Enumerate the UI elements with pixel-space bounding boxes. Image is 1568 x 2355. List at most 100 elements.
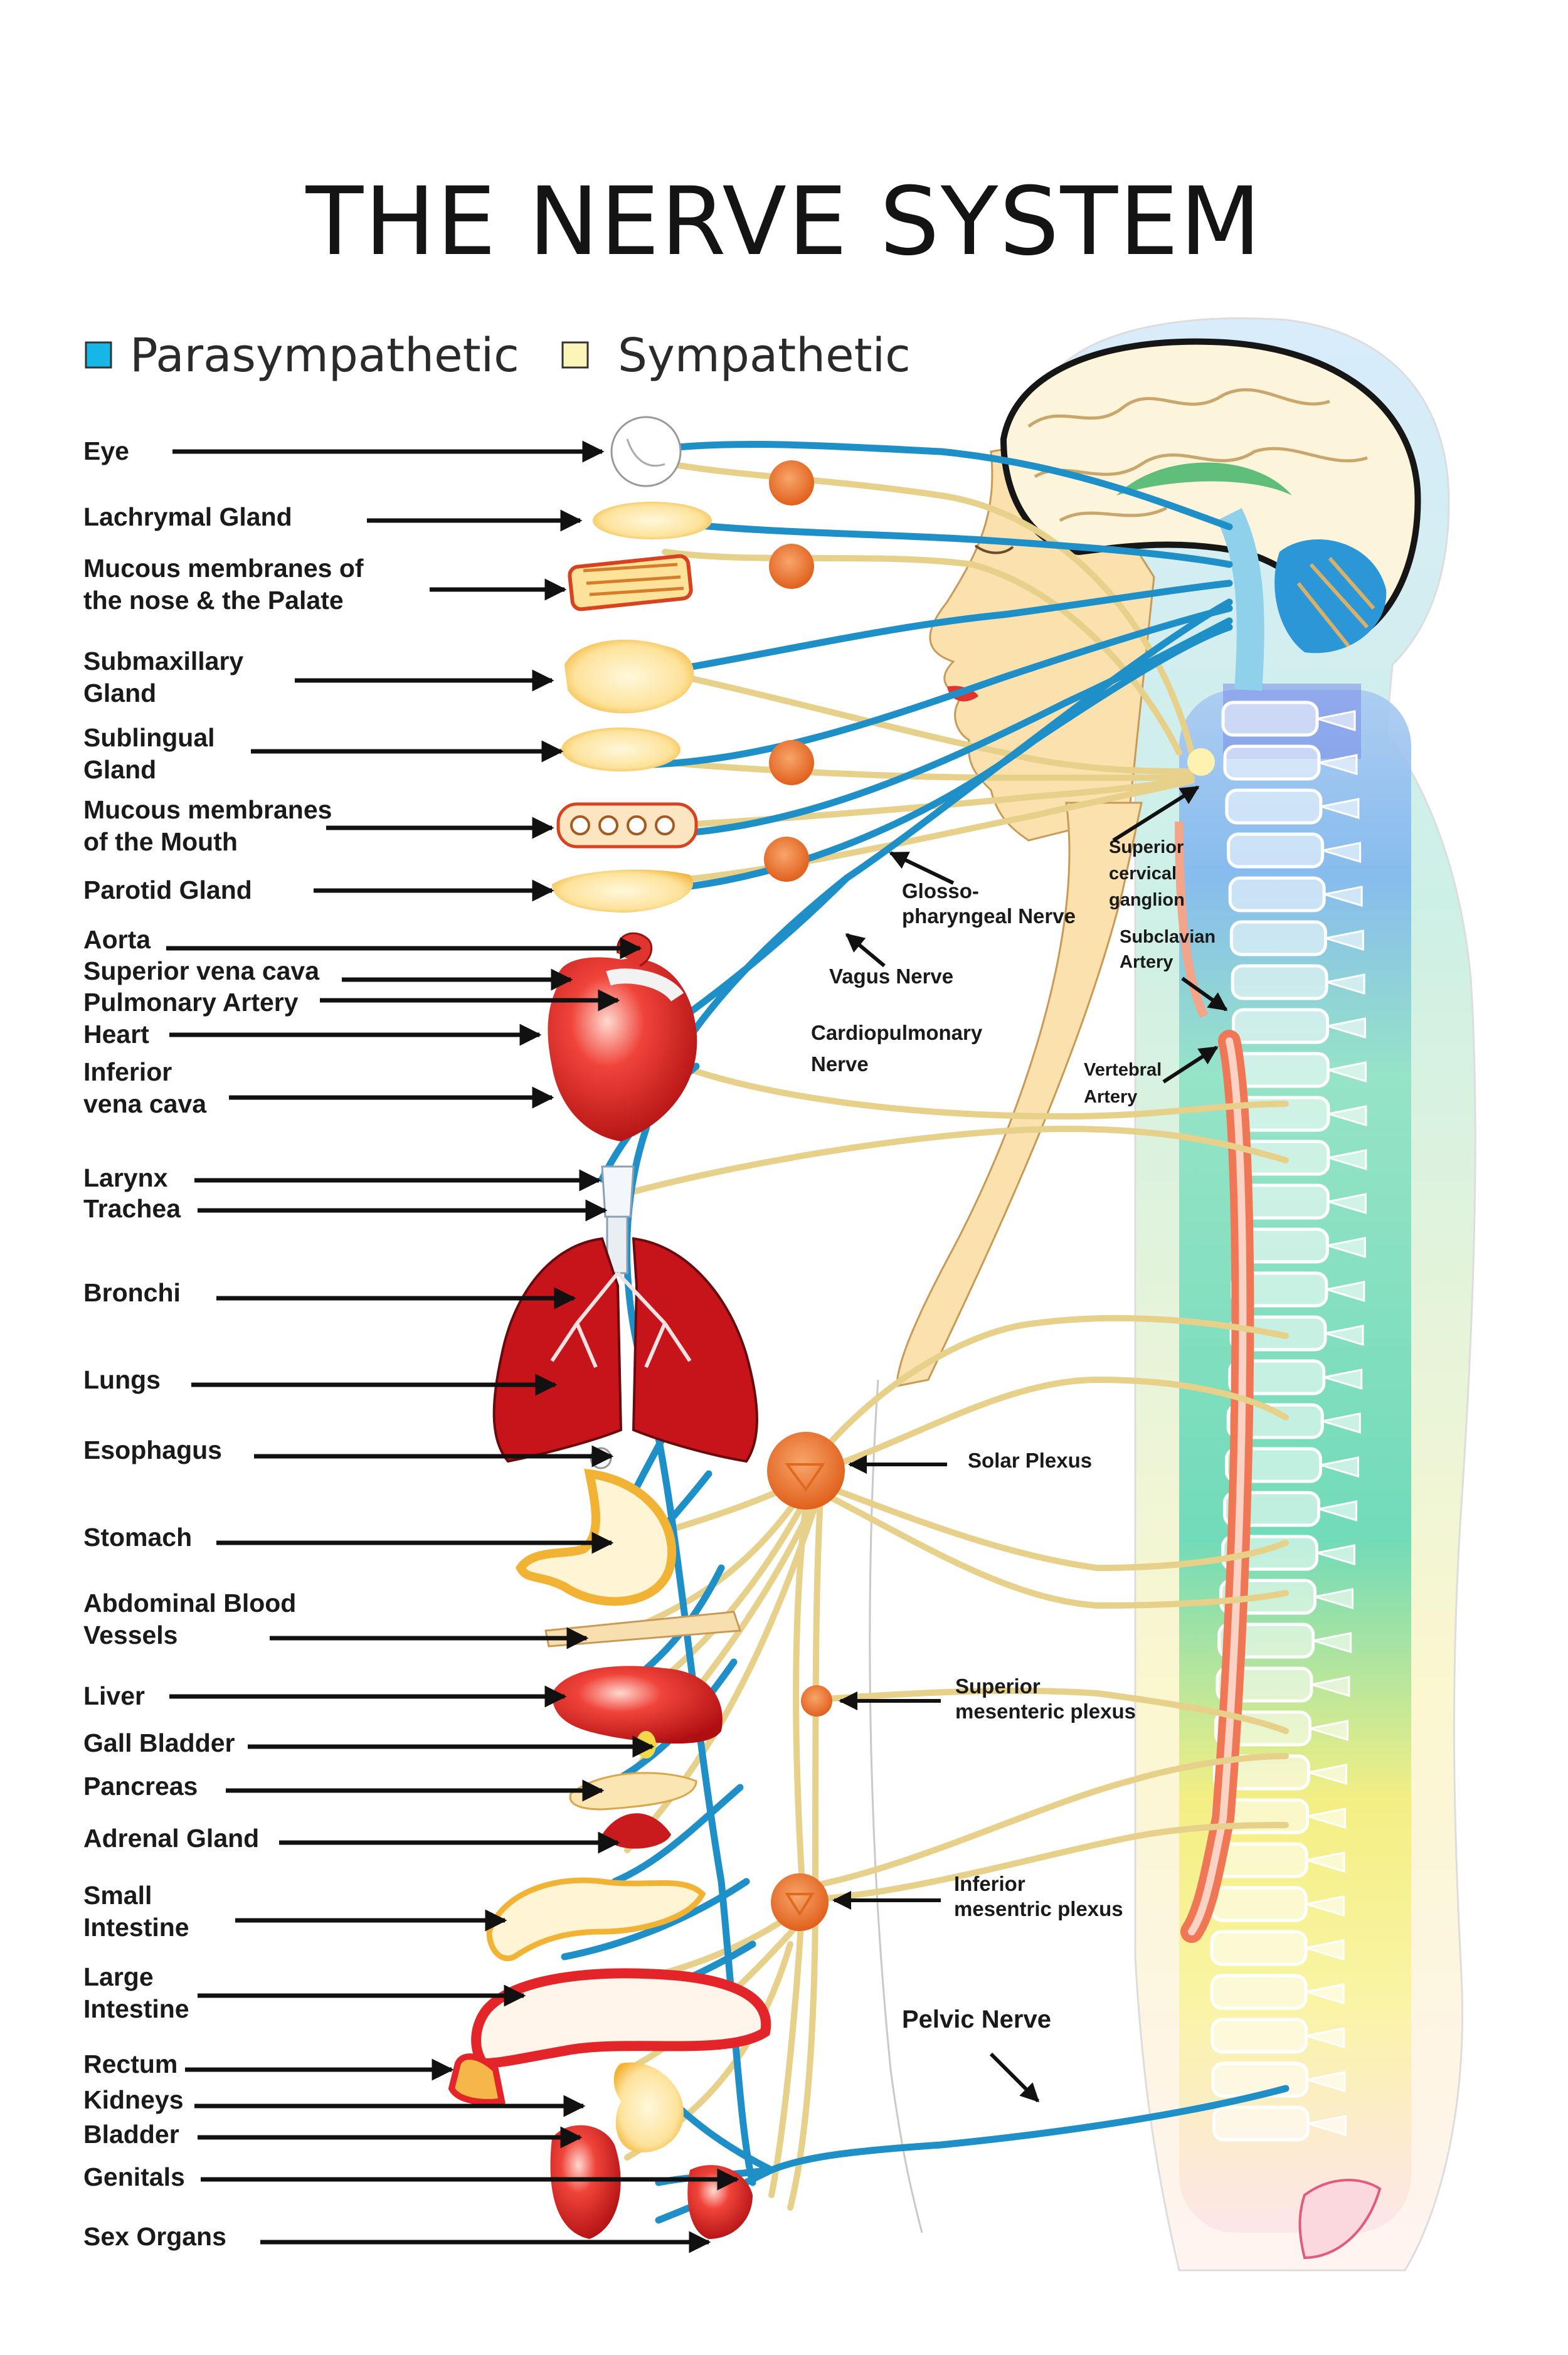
vertebra-process — [1323, 886, 1363, 908]
vertebra — [1210, 2018, 1308, 2054]
corpus-callosum — [1116, 462, 1292, 495]
vertebra-process — [1305, 1895, 1345, 1917]
label-heart: Heart — [83, 1020, 149, 1049]
vertebra-process — [1306, 2027, 1345, 2049]
label-sublingual-gland-line-1: Sublingual — [83, 723, 215, 752]
vertebra-process — [1320, 1456, 1359, 1478]
ciliary-ganglion — [769, 460, 814, 505]
label-inferior-mesentric-plexus-line-1: Inferior — [954, 1872, 1025, 1895]
label-submaxillary-gland-line-2: Gland — [83, 679, 156, 707]
arrow-superior-cervical-ganglion — [1112, 785, 1200, 842]
label-rectum: Rectum — [83, 2050, 177, 2078]
label-superior-mesenteric-plexus-line-2: mesenteric plexus — [955, 1700, 1136, 1723]
label-stomach: Stomach — [83, 1523, 192, 1552]
vertebra — [1223, 744, 1321, 781]
label-mucous-membranes-of-the-mouth-line-2: of the Mouth — [83, 827, 238, 856]
subclavian-artery — [1175, 821, 1209, 1019]
legend-swatch-sympathetic — [561, 341, 589, 369]
vertebra — [1211, 2061, 1309, 2098]
label-superior-mesenteric-plexus-line-1: Superior — [955, 1675, 1041, 1698]
parotid-gland-organ — [552, 869, 694, 913]
vertebra — [1210, 1974, 1308, 2010]
label-aorta: Aorta — [83, 925, 151, 954]
vertebra-process — [1313, 1632, 1352, 1654]
abdominal-blood-vessel-organ — [544, 1611, 742, 1648]
pulmonary-vessels — [606, 968, 684, 1002]
otic-ganglion — [764, 837, 809, 882]
label-solar-plexus: Solar Plexus — [968, 1449, 1092, 1472]
vertebra — [1212, 2105, 1310, 2142]
vertebra-process — [1320, 798, 1360, 820]
label-cardiopulmonary-nerve-line-1: Cardiopulmonary — [811, 1021, 983, 1044]
legend-label-sympathetic: Sympathetic — [618, 329, 911, 383]
label-glosso-pharyngeal-nerve-line-1: Glosso- — [902, 879, 979, 902]
vertebra — [1225, 788, 1323, 825]
label-small-intestine-line-2: Intestine — [83, 1913, 189, 1942]
mouth-membrane-cells — [570, 815, 675, 835]
arrow-pelvic-nerve — [989, 2052, 1040, 2103]
vertebra-process — [1326, 1281, 1365, 1303]
label-sublingual-gland-line-2: Gland — [83, 755, 156, 784]
vertebra — [1228, 876, 1326, 913]
label-lachrymal-gland: Lachrymal Gland — [83, 502, 292, 531]
label-gall-bladder: Gall Bladder — [83, 1728, 235, 1757]
label-genitals: Genitals — [83, 2162, 185, 2191]
brain-stem — [1217, 508, 1264, 691]
vertebra — [1210, 1886, 1308, 1922]
vertebra-process — [1322, 1412, 1361, 1434]
vertebra-process — [1307, 1807, 1347, 1829]
vertebra — [1227, 832, 1325, 869]
label-vagus-nerve: Vagus Nerve — [829, 965, 953, 988]
vertebra-process — [1310, 1720, 1349, 1742]
vertebra-process — [1328, 1061, 1367, 1083]
vertebra-process — [1327, 1017, 1367, 1039]
cerebellum-folds — [1296, 557, 1375, 647]
label-superior-cervical-ganglion-line-2: cervical — [1109, 864, 1177, 884]
vertebra-process — [1315, 1588, 1354, 1610]
liver-organ — [552, 1666, 723, 1744]
legend: Parasympathetic Sympathetic — [85, 329, 911, 383]
label-submaxillary-gland-line-1: Submaxillary — [83, 647, 243, 675]
vertebra — [1231, 964, 1328, 1000]
label-inferior-vena-cava-line-2: vena cava — [83, 1089, 207, 1118]
arrow-subclavian-artery — [1181, 976, 1228, 1012]
vertebra — [1229, 920, 1327, 956]
kidney-organ — [613, 2062, 684, 2152]
neck-chest-front — [896, 802, 1143, 1387]
vertebra-process — [1306, 2071, 1346, 2093]
label-mucous-membranes-of-the-nose-the-palate-line-1: Mucous membranes of — [83, 554, 364, 583]
right-lung — [632, 1237, 758, 1463]
vertebra-process — [1322, 842, 1362, 864]
arrow-glosso-pharyngeal-nerve — [889, 851, 955, 885]
page-title: THE NERVE SYSTEM — [305, 167, 1263, 277]
label-parotid-gland: Parotid Gland — [83, 876, 252, 904]
vertebra-process — [1328, 1105, 1367, 1127]
label-large-intestine-line-2: Intestine — [83, 1994, 189, 2023]
vertebra — [1221, 701, 1319, 737]
vertebra-process — [1318, 754, 1358, 776]
vertebra-process — [1327, 1193, 1367, 1215]
label-subclavian-artery-line-1: Subclavian — [1120, 927, 1216, 947]
legend-swatch-parasympathetic — [85, 341, 112, 369]
sublingual-gland-organ — [561, 728, 681, 771]
label-superior-vena-cava: Superior vena cava — [83, 956, 320, 985]
label-pulmonary-artery: Pulmonary Artery — [83, 988, 299, 1017]
vertebra-process — [1318, 1500, 1358, 1522]
solar-plexus-ganglion — [767, 1432, 845, 1510]
vertebra — [1232, 1052, 1330, 1088]
vertebra-process — [1307, 2115, 1347, 2137]
label-inferior-mesentric-plexus-line-2: mesentric plexus — [954, 1897, 1123, 1920]
nose-membrane-tissue — [583, 563, 684, 596]
closed-eye — [974, 544, 1014, 554]
label-superior-cervical-ganglion-line-1: Superior — [1109, 837, 1184, 857]
label-larynx: Larynx — [83, 1163, 168, 1192]
vertebra-process — [1325, 929, 1364, 951]
label-esophagus: Esophagus — [83, 1436, 222, 1464]
inferior-mesenteric-ganglion — [771, 1873, 829, 1931]
label-liver: Liver — [83, 1681, 145, 1710]
inferior-mesenteric-mark — [785, 1893, 815, 1917]
vertebra-process — [1316, 1544, 1356, 1566]
